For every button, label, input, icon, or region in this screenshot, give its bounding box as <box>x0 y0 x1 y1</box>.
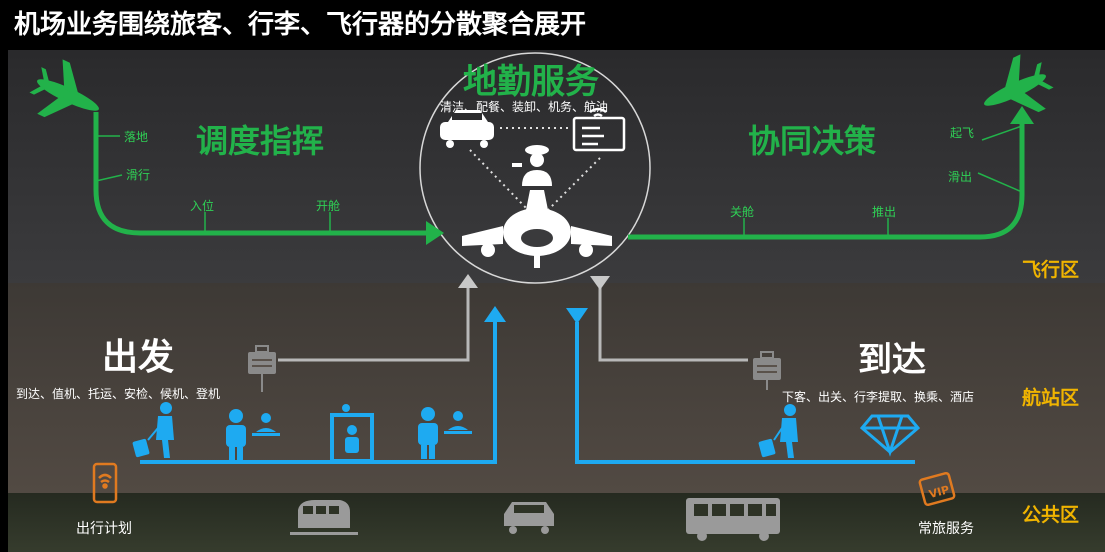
depart-passenger-arrow <box>484 306 506 322</box>
departure-steps: 到达、值机、托运、安检、候机、登机 <box>16 387 221 401</box>
arrive-traveler-icon <box>758 404 798 458</box>
flight-zone-label: 飞行区 <box>1022 259 1080 281</box>
arrival-title: 到达 <box>858 340 926 380</box>
public-zone <box>8 493 1105 552</box>
security-check-icon <box>330 404 374 463</box>
step-takeoff: 起飞 <box>950 126 975 140</box>
ground-service-items: 清洁、配餐、装卸、机务、航油 <box>440 100 609 114</box>
boarding-gate-counter-icon <box>418 407 472 459</box>
arrival-step-ticks <box>95 135 331 233</box>
service-car-icon <box>440 110 494 148</box>
svg-text:VIP: VIP <box>928 483 951 501</box>
depart-baggage-icon <box>248 345 276 392</box>
phone-icon <box>92 462 118 504</box>
step-open-door: 开舱 <box>316 199 341 213</box>
trip-plan-label: 出行计划 <box>76 521 132 537</box>
taxi-car-icon <box>504 502 554 534</box>
departure-title: 出发 <box>102 337 175 378</box>
depart-traveler-icon <box>132 402 174 458</box>
arrival-arrowhead <box>426 221 444 245</box>
step-taxi-in: 滑行 <box>126 168 151 182</box>
dispatch-command-title: 调度指挥 <box>196 122 325 160</box>
depart-passenger-path <box>140 318 497 464</box>
arrival-path <box>93 112 432 236</box>
landing-plane-icon <box>29 59 99 118</box>
arrive-passenger-path <box>575 322 915 464</box>
vip-tag-icon: VIP <box>918 471 956 507</box>
ground-service-circle <box>419 52 651 284</box>
ground-service-title: 地勤服务 <box>463 62 599 102</box>
arrive-baggage-arrow <box>590 276 610 290</box>
depart-baggage-arrow <box>458 274 478 288</box>
arrive-passenger-arrow <box>566 308 588 324</box>
step-landing: 落地 <box>124 130 149 144</box>
terminal-zone-label: 航站区 <box>1022 387 1080 409</box>
bus-icon <box>686 498 780 541</box>
step-park: 入位 <box>190 199 215 213</box>
page-title: 机场业务围绕旅客、行李、飞行器的分散聚合展开 <box>14 10 587 40</box>
depart-baggage-connector <box>278 286 470 362</box>
step-pushback: 推出 <box>872 205 897 219</box>
aircraft-front-icon <box>462 190 612 268</box>
terminal-zone <box>8 283 1105 493</box>
check-in-counter-icon <box>226 409 280 461</box>
arrive-baggage-connector <box>598 278 748 362</box>
ground-service-dotted-links <box>469 127 601 211</box>
arrival-steps: 下客、出关、行李提取、换乘、酒店 <box>782 390 975 404</box>
collaborative-decision-title: 协同决策 <box>748 122 877 160</box>
step-taxi-out: 滑出 <box>948 170 973 184</box>
service-terminal-icon <box>572 107 626 152</box>
ground-staff-icon <box>512 145 552 186</box>
public-zone-label: 公共区 <box>1022 504 1080 526</box>
arrive-baggage-icon <box>753 351 781 390</box>
train-icon <box>290 500 358 535</box>
departure-path <box>628 118 1025 240</box>
diamond-icon <box>859 414 921 457</box>
departure-step-ticks <box>743 125 1023 237</box>
takeoff-plane-icon <box>984 54 1054 113</box>
step-close-door: 关舱 <box>730 205 755 219</box>
frequent-flyer-label: 常旅服务 <box>918 521 974 537</box>
departure-arrowhead <box>1010 106 1034 124</box>
